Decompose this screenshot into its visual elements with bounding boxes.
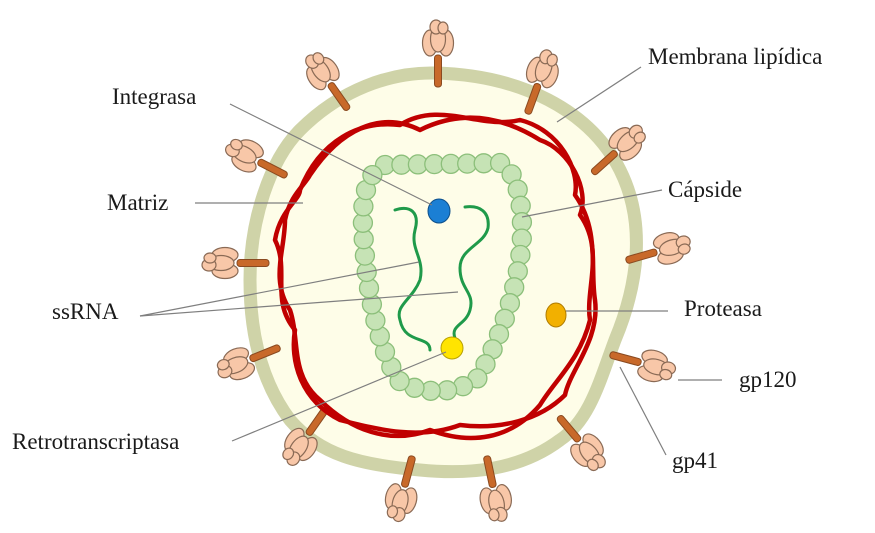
integrase-icon [428, 199, 450, 223]
label-capside: Cápside [668, 178, 742, 201]
label-matriz: Matriz [107, 191, 168, 214]
reverse-transcriptase-icon [441, 337, 463, 359]
label-retrotranscriptasa: Retrotranscriptasa [12, 430, 179, 453]
protease-icon [546, 303, 566, 327]
lipid-membrane [250, 73, 636, 472]
label-integrasa: Integrasa [112, 85, 196, 108]
label-membrana-lipidica: Membrana lipídica [648, 45, 822, 68]
label-ssrna: ssRNA [52, 300, 118, 323]
label-proteasa: Proteasa [684, 297, 762, 320]
label-gp120: gp120 [739, 368, 797, 391]
label-gp41: gp41 [672, 449, 718, 472]
